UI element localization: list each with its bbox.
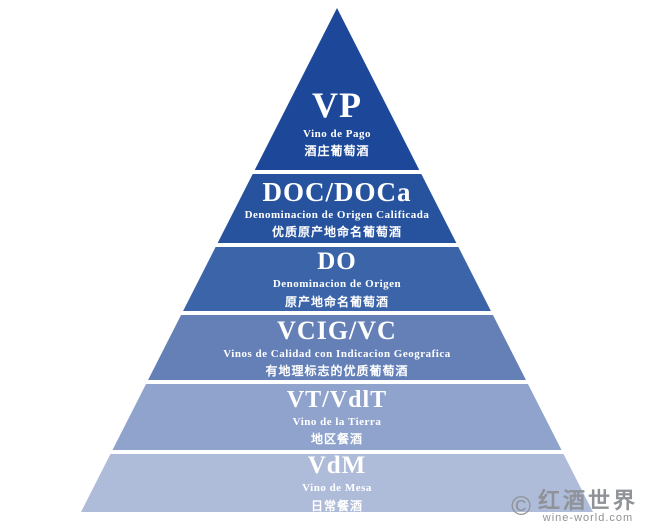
level-name: Vinos de Calidad con Indicacion Geografi… xyxy=(223,347,451,360)
watermark-brand: 红酒世界 xyxy=(537,487,638,513)
classification-pyramid: VP Vino de Pago 酒庄葡萄酒 DOC/DOCa Denominac… xyxy=(81,8,593,512)
watermark: © 红酒世界 wine-world.com xyxy=(511,489,638,524)
level-name-cn: 优质原产地命名葡萄酒 xyxy=(271,225,402,240)
level-name: Denominacion de Origen xyxy=(272,278,402,291)
level-name-cn: 地区餐酒 xyxy=(310,432,363,447)
level-code: VT/VdlT xyxy=(286,386,388,413)
pyramid-level-vt-vdlt: VT/VdlT Vino de la Tierra 地区餐酒 xyxy=(81,384,593,450)
level-code: DO xyxy=(317,248,357,276)
level-name: Vino de la Tierra xyxy=(292,415,382,428)
pyramid-level-vcig-vc: VCIG/VC Vinos de Calidad con Indicacion … xyxy=(81,315,593,380)
level-name: Denominacion de Origen Calificada xyxy=(244,209,430,222)
watermark-url: wine-world.com xyxy=(542,511,634,524)
watermark-text: 红酒世界 wine-world.com xyxy=(538,489,638,524)
level-name-cn: 有地理标志的优质葡萄酒 xyxy=(265,363,409,378)
copyright-icon: © xyxy=(511,490,531,521)
pyramid-level-vp: VP Vino de Pago 酒庄葡萄酒 xyxy=(81,8,593,170)
level-name: Vino de Mesa xyxy=(302,482,372,495)
level-code: VdM xyxy=(307,452,367,480)
level-name-cn: 原产地命名葡萄酒 xyxy=(284,294,389,309)
level-code: DOC/DOCa xyxy=(262,176,412,207)
level-name: Vino de Pago xyxy=(303,127,371,140)
level-code: VCIG/VC xyxy=(277,316,397,346)
level-code: VP xyxy=(312,84,362,125)
level-name-cn: 酒庄葡萄酒 xyxy=(304,143,370,158)
level-name-cn: 日常餐酒 xyxy=(310,498,363,513)
pyramid-level-do: DO Denominacion de Origen 原产地命名葡萄酒 xyxy=(81,247,593,311)
pyramid-level-doc-doca: DOC/DOCa Denominacion de Origen Califica… xyxy=(81,174,593,243)
pyramid-level-vdm: VdM Vino de Mesa 日常餐酒 xyxy=(81,452,593,513)
